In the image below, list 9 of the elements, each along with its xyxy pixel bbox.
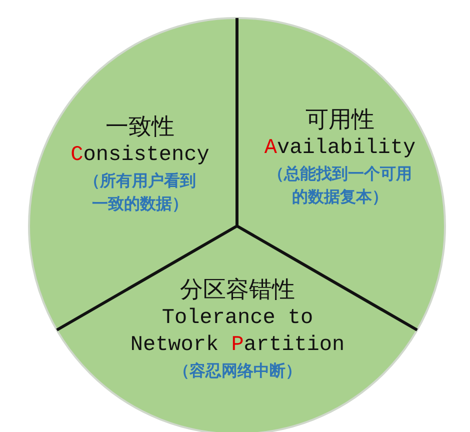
sector-term: Consistency	[70, 143, 210, 169]
sector-term: Tolerance to Network Partition	[129, 306, 346, 359]
sector-term: Availability	[264, 136, 416, 162]
sector-note: （总能找到一个可用的数据复本）	[267, 163, 413, 208]
sector-title: 一致性	[106, 113, 174, 142]
sector-note: （容忍网络中断）	[172, 360, 302, 382]
sector-title: 分区容错性	[180, 276, 295, 305]
sector-title: 可用性	[306, 106, 374, 135]
sector-note: （所有用户看到一致的数据）	[83, 170, 197, 215]
